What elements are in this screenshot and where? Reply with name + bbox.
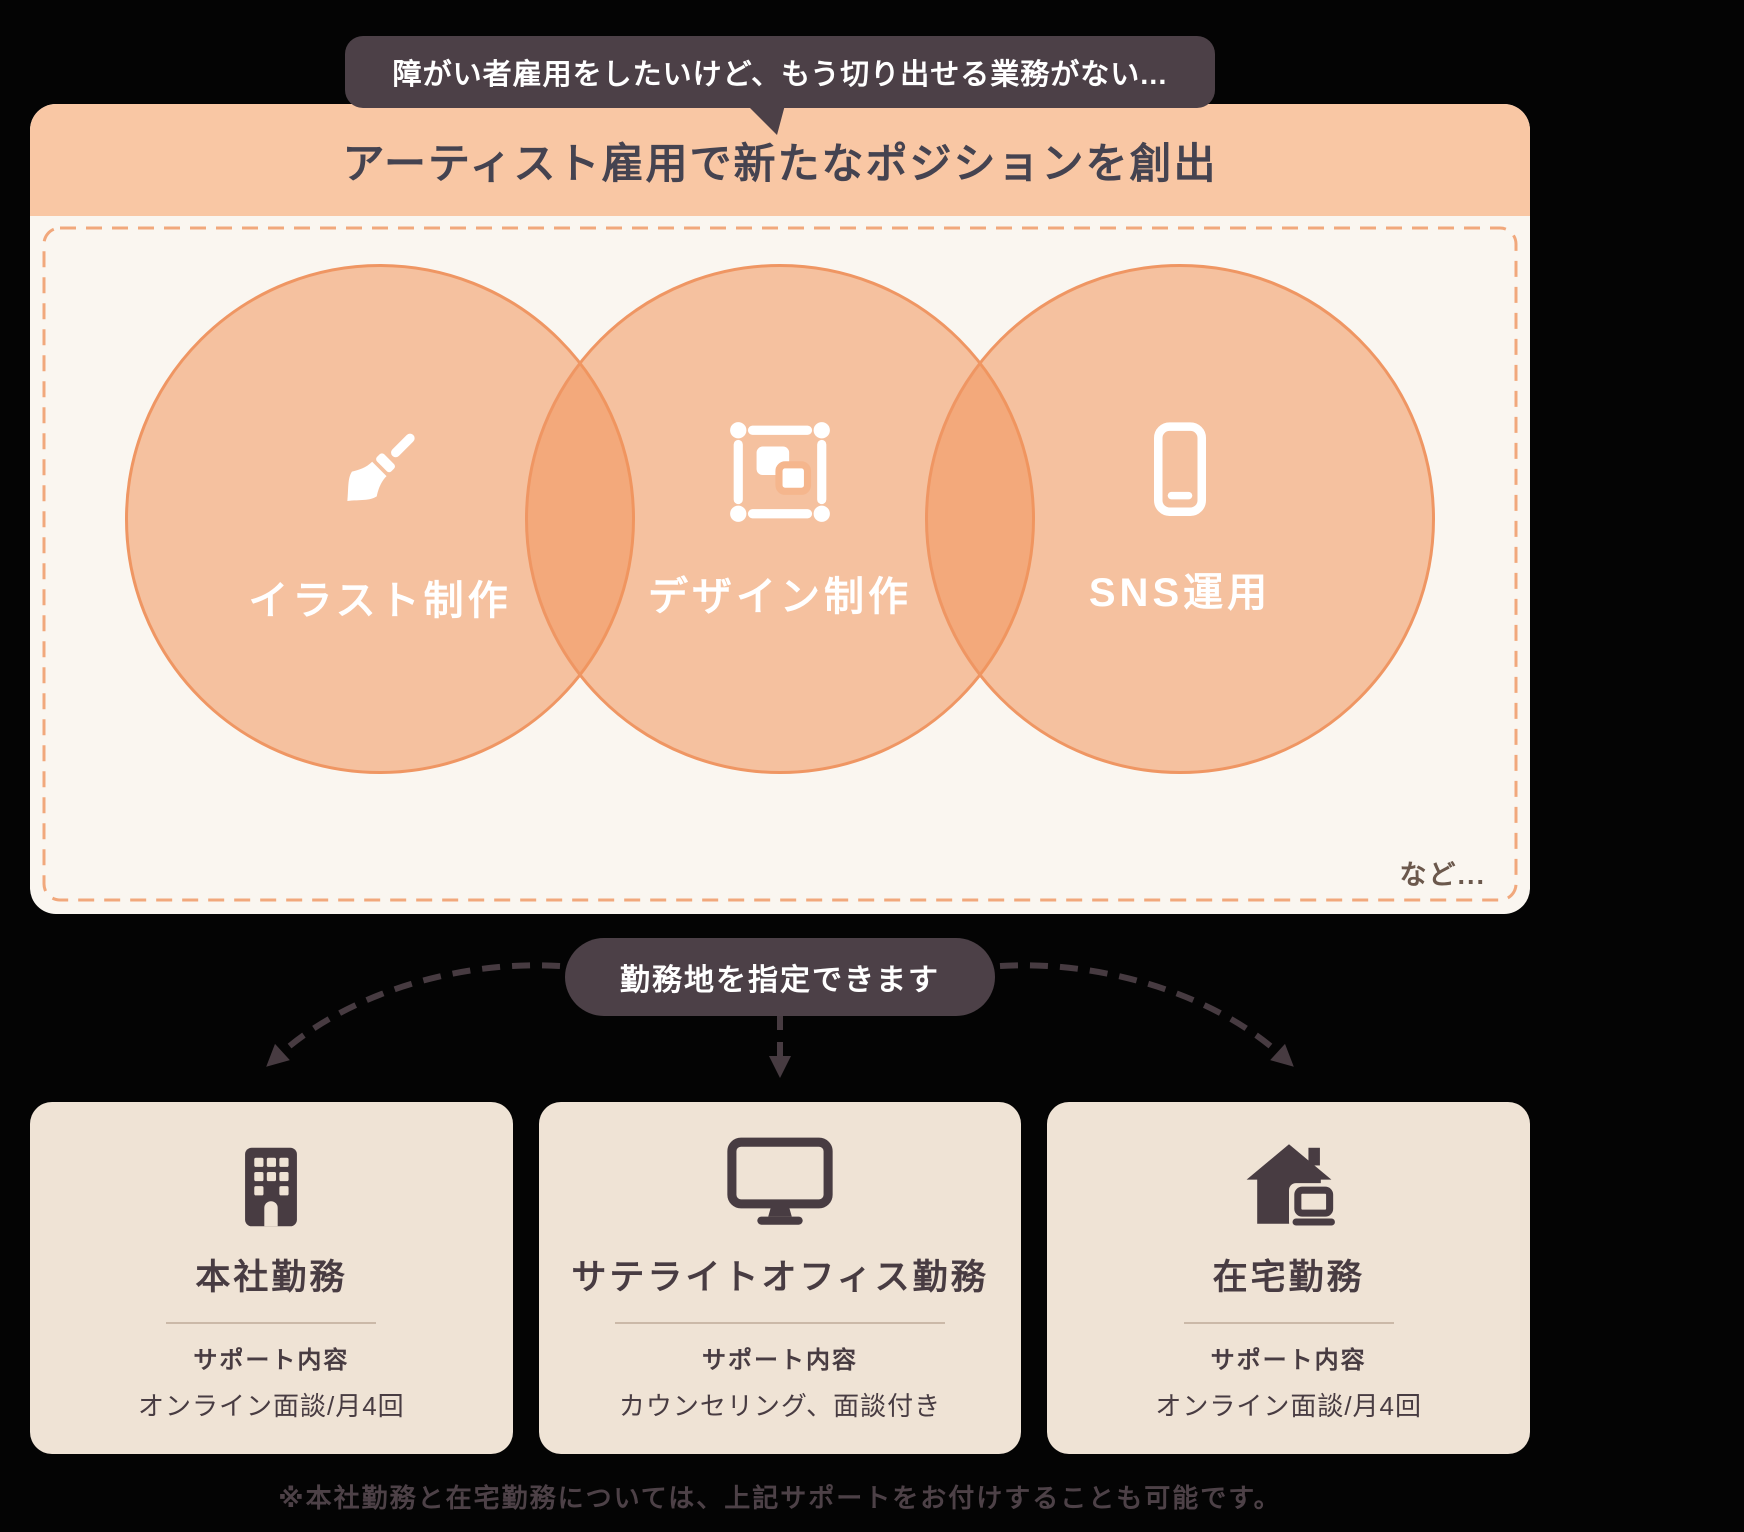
workplace-pill-row: 勤務地を指定できます (30, 938, 1530, 1016)
workplace-card-head-office: 本社勤務 サポート内容 オンライン面談/月4回 (30, 1102, 513, 1454)
task-circle-label: デザイン制作 (648, 575, 912, 619)
footnote-text: ※本社勤務と在宅勤務については、上記サポートをお付けすることも可能です。 (278, 1483, 1282, 1513)
card-body: イラスト制作 (30, 216, 1530, 914)
workplace-card-satellite-office: サテライトオフィス勤務 サポート内容 カウンセリング、面談付き (538, 1102, 1022, 1454)
workplace-pill: 勤務地を指定できます (565, 938, 995, 1016)
support-heading: サポート内容 (702, 1347, 858, 1374)
task-circle-sns: SNS運用 (925, 264, 1435, 774)
divider (1183, 1322, 1394, 1324)
problem-speech-bubble-wrap: 障がい者雇用をしたいけど、もう切り出せる業務がない... (30, 36, 1530, 135)
divider (166, 1322, 377, 1324)
smartphone-icon (1128, 420, 1232, 524)
support-detail: オンライン面談/月4回 (1155, 1391, 1423, 1421)
support-detail: オンライン面談/月4回 (137, 1391, 405, 1421)
support-heading: サポート内容 (1210, 1347, 1367, 1374)
office-building-icon (225, 1133, 317, 1233)
task-circle-label: SNS運用 (1088, 571, 1272, 615)
card-title: アーティスト雇用で新たなポジションを創出 (342, 139, 1218, 187)
paintbrush-icon (320, 412, 440, 532)
dashed-border (42, 226, 1518, 902)
home-remote-icon (1236, 1133, 1342, 1233)
task-circle-label: イラスト制作 (248, 579, 512, 623)
desktop-monitor-icon (721, 1133, 839, 1233)
workplace-card-title: 在宅勤務 (1212, 1258, 1365, 1297)
workplace-card-title: サテライトオフィス勤務 (571, 1258, 989, 1297)
workplace-card-remote: 在宅勤務 サポート内容 オンライン面談/月4回 (1047, 1102, 1531, 1454)
design-frame-icon (724, 416, 836, 528)
etc-label: など... (1399, 860, 1486, 890)
problem-speech-bubble-text: 障がい者雇用をしたいけど、もう切り出せる業務がない... (392, 59, 1168, 91)
support-heading: サポート内容 (193, 1347, 350, 1374)
position-creation-card: アーティスト雇用で新たなポジションを創出 イラスト制作 (30, 104, 1530, 914)
support-detail: カウンセリング、面談付き (618, 1391, 942, 1421)
workplace-cards: 本社勤務 サポート内容 オンライン面談/月4回 サテライトオフィス勤務 サポート… (30, 1102, 1531, 1454)
speech-bubble-tail (747, 105, 785, 135)
divider (615, 1322, 945, 1324)
problem-speech-bubble: 障がい者雇用をしたいけど、もう切り出せる業務がない... (344, 36, 1216, 108)
workplace-card-title: 本社勤務 (195, 1258, 348, 1297)
